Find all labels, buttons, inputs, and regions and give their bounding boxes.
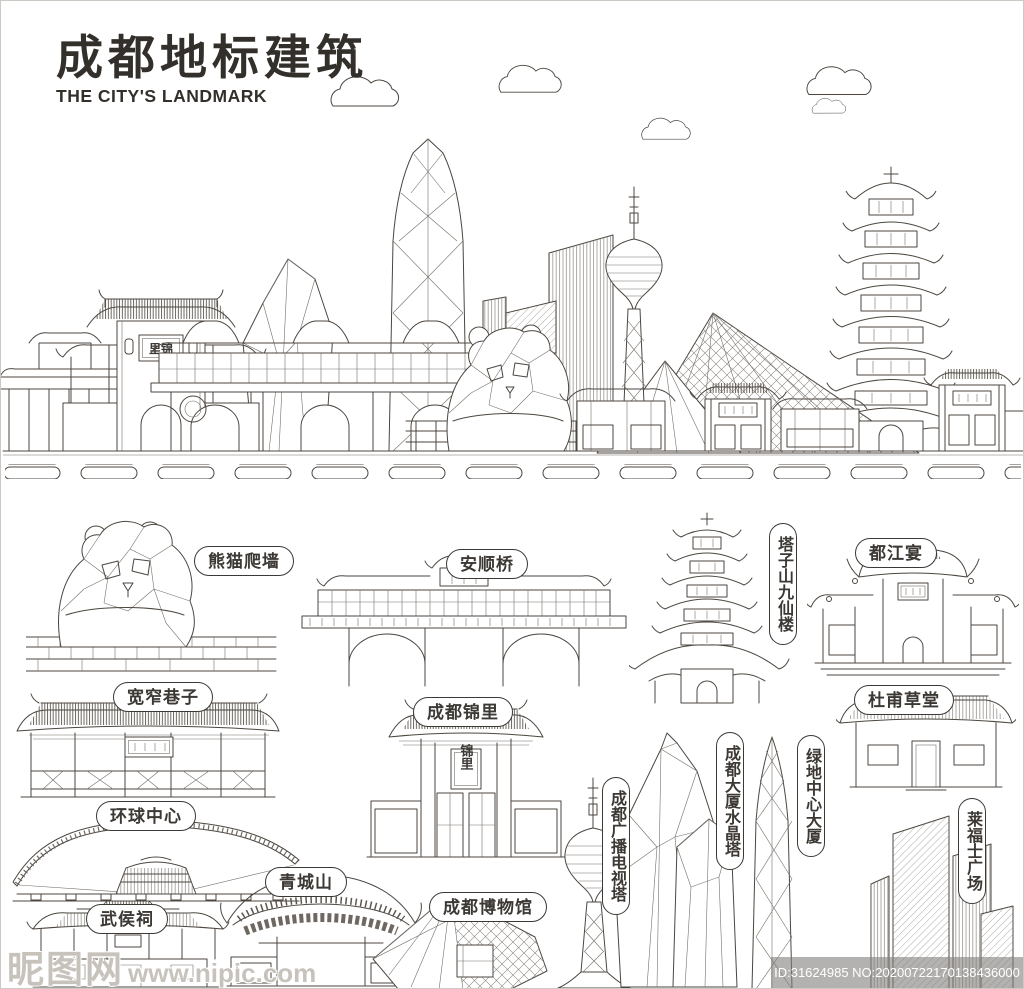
landmark-label: 宽窄巷子	[113, 682, 213, 712]
landmark-chengdu-jinli: 锦里 成都锦里	[351, 693, 581, 861]
landmark-qingcheng-mountain: 青城山	[219, 861, 423, 988]
landmark-chengdu-crystal-tower: 成都大厦水晶塔	[611, 727, 751, 988]
landmark-label: 成都大厦水晶塔	[716, 732, 744, 870]
landmark-label: 环球中心	[96, 801, 196, 831]
watermark-image-id: ID:31624985 NO:20200722170138436000	[771, 957, 1023, 988]
skyline-illustration: 里锦	[1, 64, 1023, 479]
watermark-site-logo: 昵图网	[7, 949, 124, 989]
landmark-chengdu-museum: 成都博物馆	[359, 887, 554, 988]
landmark-label: 塔子山九仙楼	[769, 523, 797, 645]
landmark-label: 武侯祠	[86, 904, 168, 934]
watermark-site-url: www.nipic.com	[128, 958, 317, 988]
skyline-pagoda-tower	[820, 166, 962, 452]
landmark-dufu-cottage: 杜甫草堂	[836, 681, 1016, 793]
landmark-kuanzhai-alley: 宽窄巷子	[13, 677, 283, 803]
landmark-label: 都江宴	[855, 538, 937, 568]
skyline-right-gate	[923, 369, 1023, 452]
landmark-anshun-bridge: 安顺桥	[294, 546, 634, 689]
landmark-label: 安顺桥	[446, 549, 528, 579]
landmark-label: 成都锦里	[413, 697, 513, 727]
landmark-label: 熊猫爬墙	[194, 546, 294, 576]
landmark-wuhou-shrine: 武侯祠	[19, 899, 237, 988]
landmark-greenland-center: 绿地中心大厦	[734, 731, 829, 988]
skyline-low-hall	[772, 398, 868, 452]
landmark-label: 成都博物馆	[429, 892, 547, 922]
landmark-label: 莱福士广场	[958, 798, 986, 904]
watermark-id-text: ID:31624985 NO:20200722170138436000	[774, 965, 1020, 980]
landmark-label: 青城山	[265, 867, 347, 897]
page-title: 成都地标建筑	[56, 31, 368, 84]
landmark-label: 绿地中心大厦	[797, 735, 825, 857]
header: 成都地标建筑 THE CITY'S LANDMARK	[56, 31, 368, 107]
landmark-panda-wall: 熊猫爬墙	[26, 519, 306, 679]
skyline-plaque-gate	[689, 383, 787, 452]
jinli-gate-plaque: 锦里	[459, 743, 474, 771]
landmark-tazishan-jiuxian-tower: 塔子山九仙楼	[629, 511, 804, 706]
landmark-label: 成都广播电视塔	[602, 777, 630, 915]
qingcheng-gate-illustration	[220, 870, 422, 987]
page-subtitle: THE CITY'S LANDMARK	[56, 86, 268, 107]
skyline-panda-sculpture	[405, 324, 587, 452]
landmark-dujiang-banquet-gate: 都江宴	[807, 533, 1019, 693]
landmark-label: 杜甫草堂	[854, 685, 954, 715]
panda-wall-illustration	[26, 520, 277, 672]
skyline-temple-hall	[559, 388, 676, 452]
landmark-global-center: 环球中心	[11, 798, 301, 903]
clouds	[330, 64, 872, 140]
tazishan-tower-illustration	[629, 512, 790, 704]
greenland-center-illustration	[751, 736, 793, 988]
jinli-plaque: 里锦	[149, 341, 173, 356]
road	[2, 450, 1023, 479]
road-dashes	[5, 464, 1021, 479]
landmark-chengdu-tv-tower: 成都广播电视塔	[546, 776, 641, 988]
